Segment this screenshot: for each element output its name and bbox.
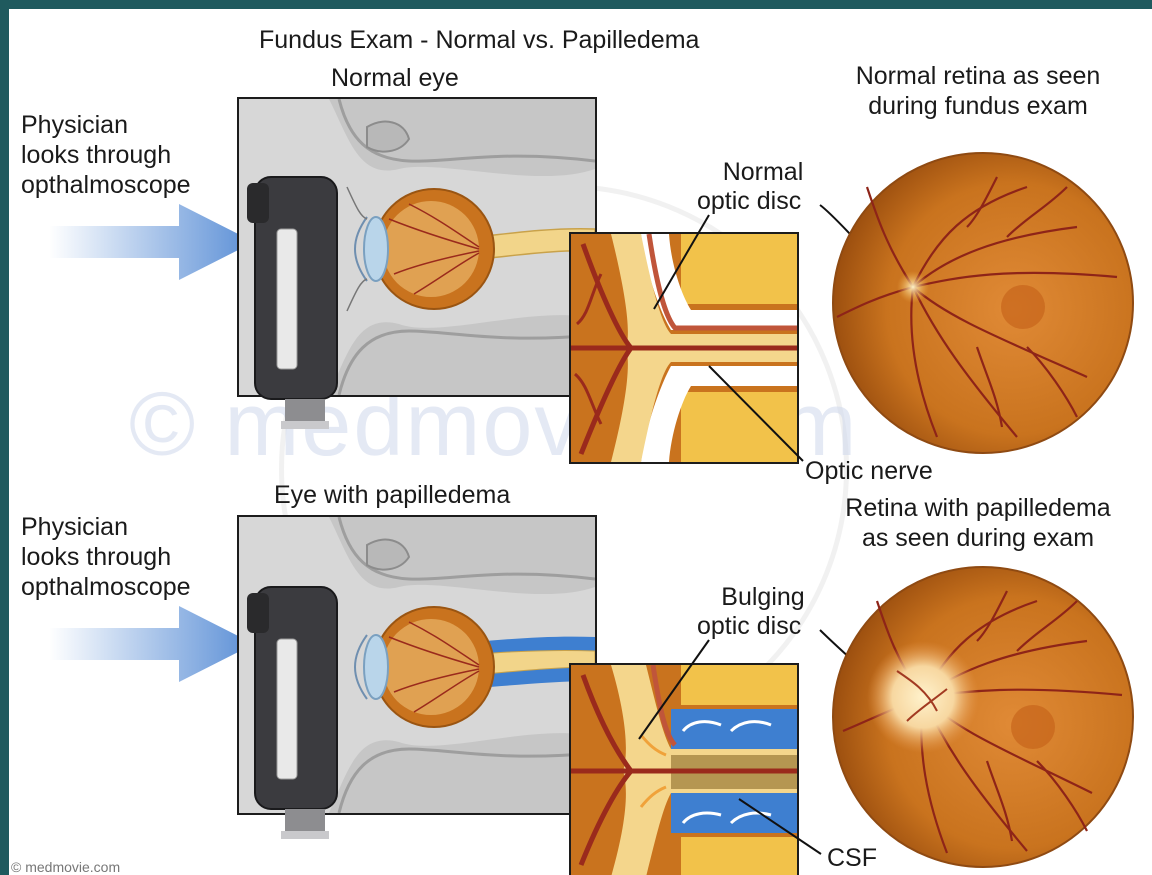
bottom-disc-callout-line-1: Bulging — [703, 582, 823, 612]
bottom-retina-title-line-1: Retina with papilledema — [823, 493, 1133, 523]
top-view-arrow — [49, 202, 259, 282]
bottom-physician-line-3: opthalmoscope — [21, 572, 191, 602]
bottom-optic-disc-zoom — [569, 663, 799, 875]
top-nerve-callout: Optic nerve — [805, 456, 933, 486]
bottom-physician-line-2: looks through — [21, 542, 171, 572]
bottom-view-arrow — [49, 604, 259, 684]
top-retina-title-line-1: Normal retina as seen — [823, 61, 1133, 91]
bottom-physician-line-1: Physician — [21, 512, 128, 542]
top-disc-callout-line-2: optic disc — [697, 186, 801, 216]
top-physician-line-2: looks through — [21, 140, 171, 170]
top-physician-line-1: Physician — [21, 110, 128, 140]
diagram-title: Fundus Exam - Normal vs. Papilledema — [259, 25, 699, 55]
top-physician-line-3: opthalmoscope — [21, 170, 191, 200]
bottom-panel-title: Eye with papilledema — [274, 480, 510, 510]
top-disc-callout-line-1: Normal — [703, 157, 823, 187]
top-panel-title: Normal eye — [331, 63, 459, 93]
bottom-ophthalmoscope-icon — [247, 579, 347, 839]
top-retina-title-line-2: during fundus exam — [823, 91, 1133, 121]
bottom-retina-title-line-2: as seen during exam — [823, 523, 1133, 553]
bottom-papilledema-retina — [827, 561, 1139, 873]
top-normal-retina — [827, 147, 1139, 459]
diagram-canvas: © medmovie.com Fundus Exam - Normal vs. … — [9, 9, 1152, 875]
top-optic-disc-zoom — [569, 232, 799, 464]
top-ophthalmoscope-icon — [247, 169, 347, 429]
copyright-notice: © medmovie.com — [11, 859, 120, 875]
bottom-disc-callout-line-2: optic disc — [697, 611, 801, 641]
